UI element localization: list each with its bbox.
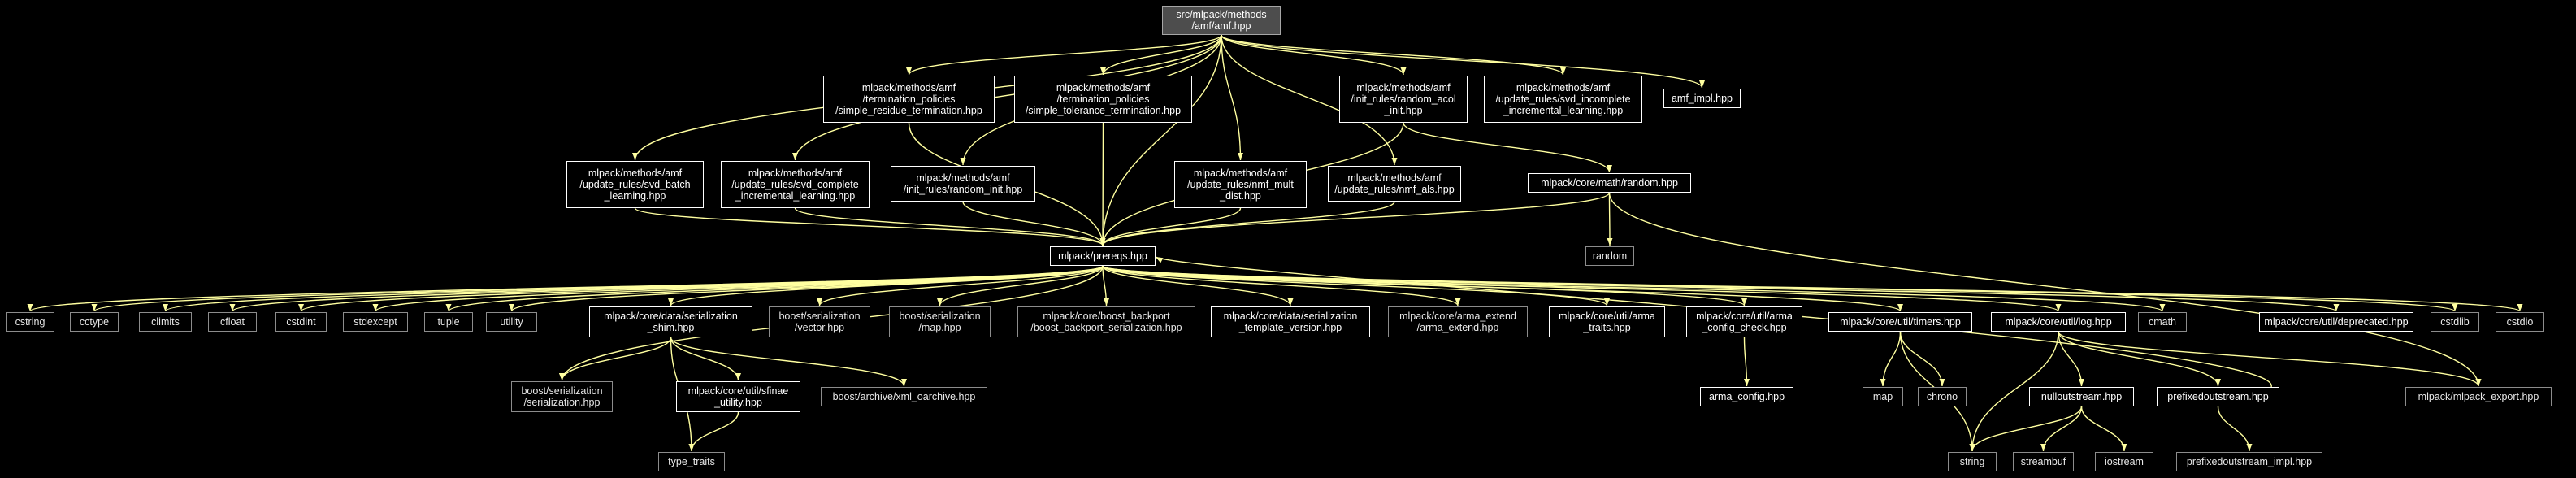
- edge-prereqs-to-cstdio: [1102, 265, 2522, 312]
- edge-serialization_shim-to-boost_serialization: [559, 337, 672, 381]
- edge-amf_hpp-to-nmf_als: [1221, 34, 1398, 166]
- edge-amf_hpp-to-svd_complete: [792, 34, 1222, 161]
- edge-amf_hpp-to-random_acol: [1221, 34, 1407, 76]
- node-string[interactable]: string: [1948, 452, 1997, 471]
- edge-prereqs-to-boost_vector: [817, 265, 1104, 306]
- node-arma-traits[interactable]: mlpack/core/util/arma _traits.hpp: [1549, 306, 1665, 337]
- node-simple-tolerance-termination[interactable]: mlpack/methods/amf /termination_policies…: [1014, 76, 1192, 123]
- node-cstdio[interactable]: cstdio: [2496, 312, 2544, 332]
- node-iostream[interactable]: iostream: [2095, 452, 2153, 471]
- node-svd-incomplete-incremental[interactable]: mlpack/methods/amf /update_rules/svd_inc…: [1484, 76, 1642, 123]
- node-map[interactable]: map: [1863, 387, 1903, 406]
- edge-nulloutstream-to-string: [1969, 406, 2083, 452]
- node-cstdint[interactable]: cstdint: [275, 312, 327, 332]
- node-cfloat[interactable]: cfloat: [208, 312, 257, 332]
- edge-random_hpp-to-prereqs: [1099, 192, 1611, 246]
- edge-prereqs-to-log: [1102, 265, 2062, 312]
- edge-serialization_shim-to-sfinae_utility: [670, 337, 741, 381]
- node-timers[interactable]: mlpack/core/util/timers.hpp: [1828, 312, 1972, 332]
- node-boost-serialization-vector[interactable]: boost/serialization /vector.hpp: [769, 306, 870, 337]
- node-cstring[interactable]: cstring: [6, 312, 54, 332]
- node-simple-residue-termination[interactable]: mlpack/methods/amf /termination_policies…: [823, 76, 995, 123]
- node-core-math-random[interactable]: mlpack/core/math/random.hpp: [1528, 173, 1691, 193]
- node-cctype[interactable]: cctype: [70, 312, 119, 332]
- node-prereqs[interactable]: mlpack/prereqs.hpp: [1050, 246, 1156, 266]
- node-deprecated[interactable]: mlpack/core/util/deprecated.hpp: [2259, 312, 2413, 332]
- node-svd-batch-learning[interactable]: mlpack/methods/amf /update_rules/svd_bat…: [566, 161, 704, 208]
- edge-amf_hpp-to-prereqs: [1099, 34, 1222, 246]
- edge-prereqs-to-arma_traits: [1102, 265, 1610, 306]
- node-climits[interactable]: climits: [139, 312, 192, 332]
- edge-prereqs-to-template_version: [1102, 265, 1294, 306]
- edge-log-to-nulloutstream: [2058, 331, 2084, 387]
- node-chrono[interactable]: chrono: [1918, 387, 1967, 406]
- node-log[interactable]: mlpack/core/util/log.hpp: [1991, 312, 2126, 332]
- node-boost-backport-serialization[interactable]: mlpack/core/boost_backport /boost_backpo…: [1017, 306, 1195, 337]
- edge-serialization_shim-to-xml_oarchive: [670, 337, 907, 387]
- edge-prereqs-to-boost_backport: [1102, 265, 1109, 306]
- edge-timers-to-map: [1880, 331, 1902, 387]
- node-tuple[interactable]: tuple: [424, 312, 473, 332]
- edge-prereqs-to-timers: [1102, 265, 1903, 312]
- node-prefixedoutstream-impl[interactable]: prefixedoutstream_impl.hpp: [2176, 452, 2322, 471]
- node-streambuf[interactable]: streambuf: [2013, 452, 2074, 471]
- edge-prereqs-to-serialization_shim: [668, 265, 1104, 306]
- edge-sfinae_utility-to-type_traits: [688, 411, 739, 452]
- edge-nulloutstream-to-streambuf: [2040, 406, 2083, 452]
- node-random-init[interactable]: mlpack/methods/amf /init_rules/random_in…: [891, 166, 1035, 202]
- node-utility[interactable]: utility: [486, 312, 537, 332]
- edge-nulloutstream-to-iostream: [2080, 406, 2127, 452]
- node-arma-extend[interactable]: mlpack/core/arma_extend /arma_extend.hpp: [1388, 306, 1528, 337]
- edge-prereqs-to-boost_map: [937, 265, 1104, 306]
- node-amf-impl[interactable]: amf_impl.hpp: [1663, 89, 1741, 108]
- node-serialization-shim[interactable]: mlpack/core/data/serialization _shim.hpp: [589, 306, 752, 337]
- edge-timers-to-chrono: [1899, 331, 1945, 387]
- edge-prefixedoutstream-to-prefixedoutstream_impl: [2217, 406, 2253, 452]
- node-random[interactable]: random: [1585, 246, 1634, 266]
- node-nmf-als[interactable]: mlpack/methods/amf /update_rules/nmf_als…: [1328, 166, 1461, 202]
- edge-log-to-string: [1969, 331, 2059, 452]
- edge-amf_hpp-to-svd_incomplete: [1221, 34, 1566, 76]
- node-prefixedoutstream[interactable]: prefixedoutstream.hpp: [2157, 387, 2279, 406]
- node-svd-complete-incremental[interactable]: mlpack/methods/amf /update_rules/svd_com…: [721, 161, 870, 208]
- edge-random_init-to-prereqs: [962, 201, 1106, 246]
- edge-random_acol-to-random_hpp: [1403, 122, 1612, 173]
- node-cstdlib[interactable]: cstdlib: [2431, 312, 2479, 332]
- node-nmf-mult-dist[interactable]: mlpack/methods/amf /update_rules/nmf_mul…: [1174, 161, 1307, 208]
- node-boost-serialization-serialization[interactable]: boost/serialization /serialization.hpp: [511, 381, 613, 412]
- edge-svd_batch-to-prereqs: [634, 207, 1106, 246]
- node-stdexcept[interactable]: stdexcept: [343, 312, 408, 332]
- edge-amf_hpp-to-simple_residue: [906, 34, 1222, 76]
- edge-amf_hpp-to-simple_tolerance: [1100, 34, 1222, 76]
- edge-nmf_als-to-prereqs: [1099, 201, 1395, 246]
- edge-log-to-mlpack_export: [2058, 331, 2482, 387]
- edge-amf_hpp-to-amf_impl: [1221, 34, 1705, 89]
- edge-random_hpp-to-random: [1607, 192, 1613, 246]
- edge-arma_config_check-to-arma_config: [1743, 337, 1750, 387]
- node-random-acol-init[interactable]: mlpack/methods/amf /init_rules/random_ac…: [1339, 76, 1468, 123]
- edge-log-to-prefixedoutstream: [2058, 331, 2221, 387]
- node-xml-oarchive[interactable]: boost/archive/xml_oarchive.hpp: [821, 387, 987, 406]
- edge-prereqs-to-cmath: [1102, 265, 2166, 312]
- edge-random_hpp-to-mlpack_export: [1608, 192, 2482, 387]
- node-type-traits[interactable]: type_traits: [658, 452, 725, 471]
- node-boost-serialization-map[interactable]: boost/serialization /map.hpp: [889, 306, 991, 337]
- node-amf-hpp[interactable]: src/mlpack/methods /amf/amf.hpp: [1162, 6, 1281, 35]
- edge-prereqs-to-arma_extend: [1102, 265, 1461, 306]
- edge-svd_complete-to-prereqs: [794, 207, 1106, 246]
- node-sfinae-utility[interactable]: mlpack/core/util/sfinae _utility.hpp: [676, 381, 800, 412]
- node-serialization-template-version[interactable]: mlpack/core/data/serialization _template…: [1211, 306, 1370, 337]
- node-mlpack-export[interactable]: mlpack/mlpack_export.hpp: [2405, 387, 2552, 406]
- edge-nmf_mult_dist-to-prereqs: [1099, 207, 1242, 246]
- edge-simple_tolerance-to-prereqs: [1099, 122, 1106, 246]
- node-nulloutstream[interactable]: nulloutstream.hpp: [2029, 387, 2134, 406]
- node-arma-config[interactable]: arma_config.hpp: [1700, 387, 1793, 406]
- edge-amf_hpp-to-nmf_mult_dist: [1221, 34, 1243, 161]
- node-arma-config-check[interactable]: mlpack/core/util/arma _config_check.hpp: [1686, 306, 1802, 337]
- node-cmath[interactable]: cmath: [2138, 312, 2187, 332]
